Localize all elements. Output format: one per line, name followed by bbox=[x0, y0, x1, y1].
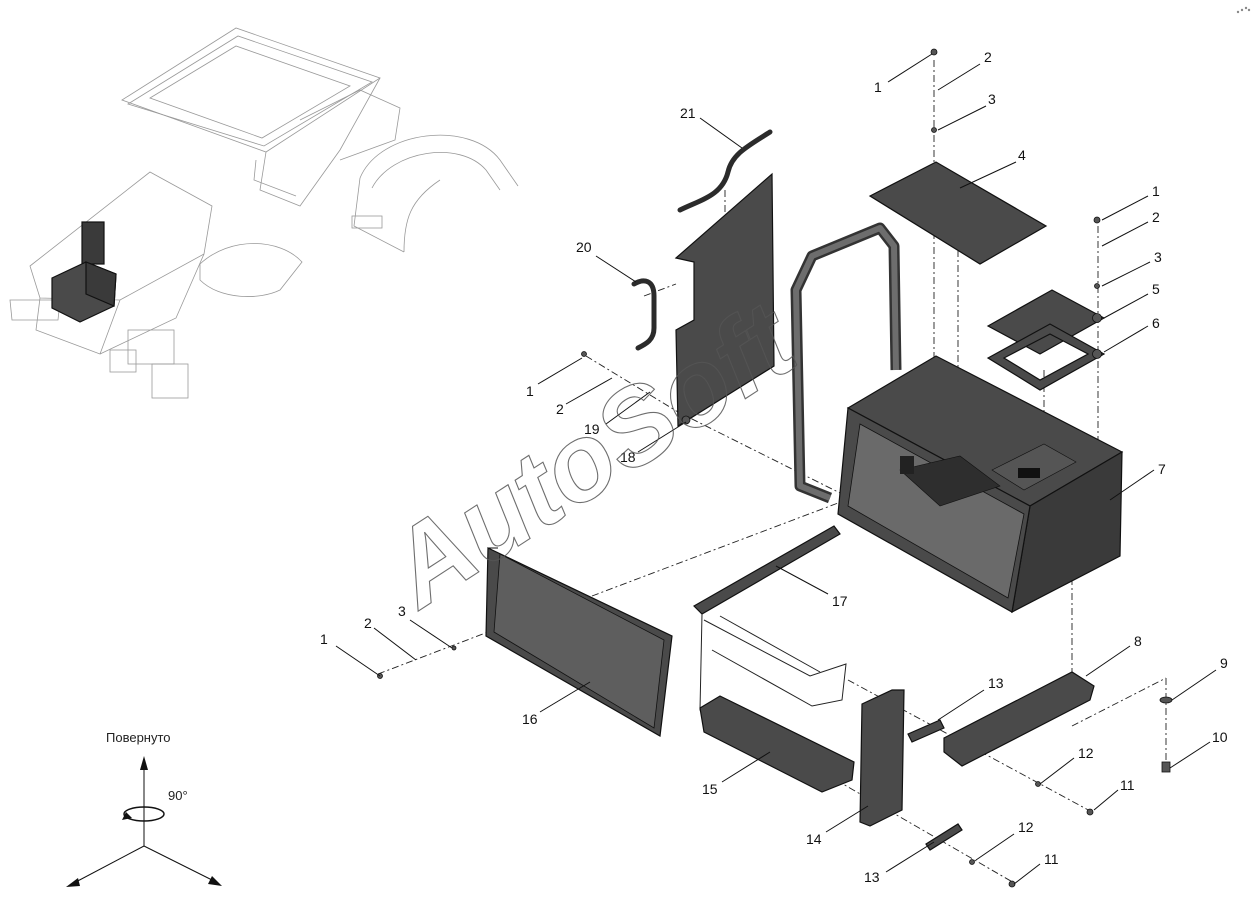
rotation-arrow-icon bbox=[123, 806, 165, 822]
callout-9: 9 bbox=[1220, 655, 1228, 671]
callout-8: 8 bbox=[1134, 633, 1142, 649]
callout-12: 12 bbox=[1078, 745, 1094, 761]
callout-2: 2 bbox=[984, 49, 992, 65]
rotation-label: Повернуто bbox=[106, 730, 171, 745]
rotation-angle: 90° bbox=[168, 788, 188, 803]
callout-5: 5 bbox=[1152, 281, 1160, 297]
callout-4: 4 bbox=[1018, 147, 1026, 163]
clip-part-13a bbox=[907, 719, 945, 743]
side-panel bbox=[674, 172, 775, 428]
callout-11: 11 bbox=[1120, 777, 1135, 793]
callout-16: 16 bbox=[522, 711, 538, 727]
corner-mark bbox=[1236, 6, 1251, 14]
fasteners bbox=[377, 48, 1173, 888]
callout-20: 20 bbox=[576, 239, 592, 255]
cable-part-21 bbox=[677, 129, 773, 213]
callout-1: 1 bbox=[874, 79, 882, 95]
callout-11: 11 bbox=[1044, 851, 1059, 867]
leader-lines bbox=[335, 53, 1217, 885]
clip-part-13b bbox=[925, 823, 963, 851]
callout-13: 13 bbox=[864, 869, 880, 885]
callout-7: 7 bbox=[1158, 461, 1166, 477]
callout-3: 3 bbox=[1154, 249, 1162, 265]
front-cover-panel-part-16 bbox=[485, 547, 673, 737]
callout-6: 6 bbox=[1152, 315, 1160, 331]
rotation-indicator: Повернуто 90° bbox=[66, 730, 222, 887]
gasket-frame-part-6 bbox=[986, 323, 1106, 391]
callout-3: 3 bbox=[398, 603, 406, 619]
callout-10: 10 bbox=[1212, 729, 1228, 745]
callout-1: 1 bbox=[1152, 183, 1160, 199]
callout-3: 3 bbox=[988, 91, 996, 107]
callout-18: 18 bbox=[620, 449, 636, 465]
callout-13: 13 bbox=[988, 675, 1004, 691]
top-cover-plate-part-4 bbox=[868, 161, 1048, 265]
top-bracket-part-17 bbox=[693, 525, 841, 615]
callout-17: 17 bbox=[832, 593, 848, 609]
bottom-bracket-part-15 bbox=[699, 695, 855, 793]
callout-19: 19 bbox=[584, 421, 600, 437]
rail-part-8 bbox=[943, 671, 1095, 767]
callout-labels: 1 2 3 4 1 2 3 5 6 7 8 9 10 11 12 13 11 1… bbox=[320, 49, 1228, 885]
side-strap-part-14 bbox=[859, 689, 905, 827]
callout-2: 2 bbox=[556, 401, 564, 417]
callout-12: 12 bbox=[1018, 819, 1034, 835]
tractor-overview-drawing bbox=[9, 27, 519, 399]
callout-1: 1 bbox=[526, 383, 534, 399]
callout-2: 2 bbox=[1152, 209, 1160, 225]
callout-1: 1 bbox=[320, 631, 328, 647]
callout-21: 21 bbox=[680, 105, 696, 121]
callout-15: 15 bbox=[702, 781, 718, 797]
callout-14: 14 bbox=[806, 831, 822, 847]
handle-part-20 bbox=[631, 278, 657, 351]
callout-2: 2 bbox=[364, 615, 372, 631]
battery-box-part-7 bbox=[837, 355, 1124, 614]
